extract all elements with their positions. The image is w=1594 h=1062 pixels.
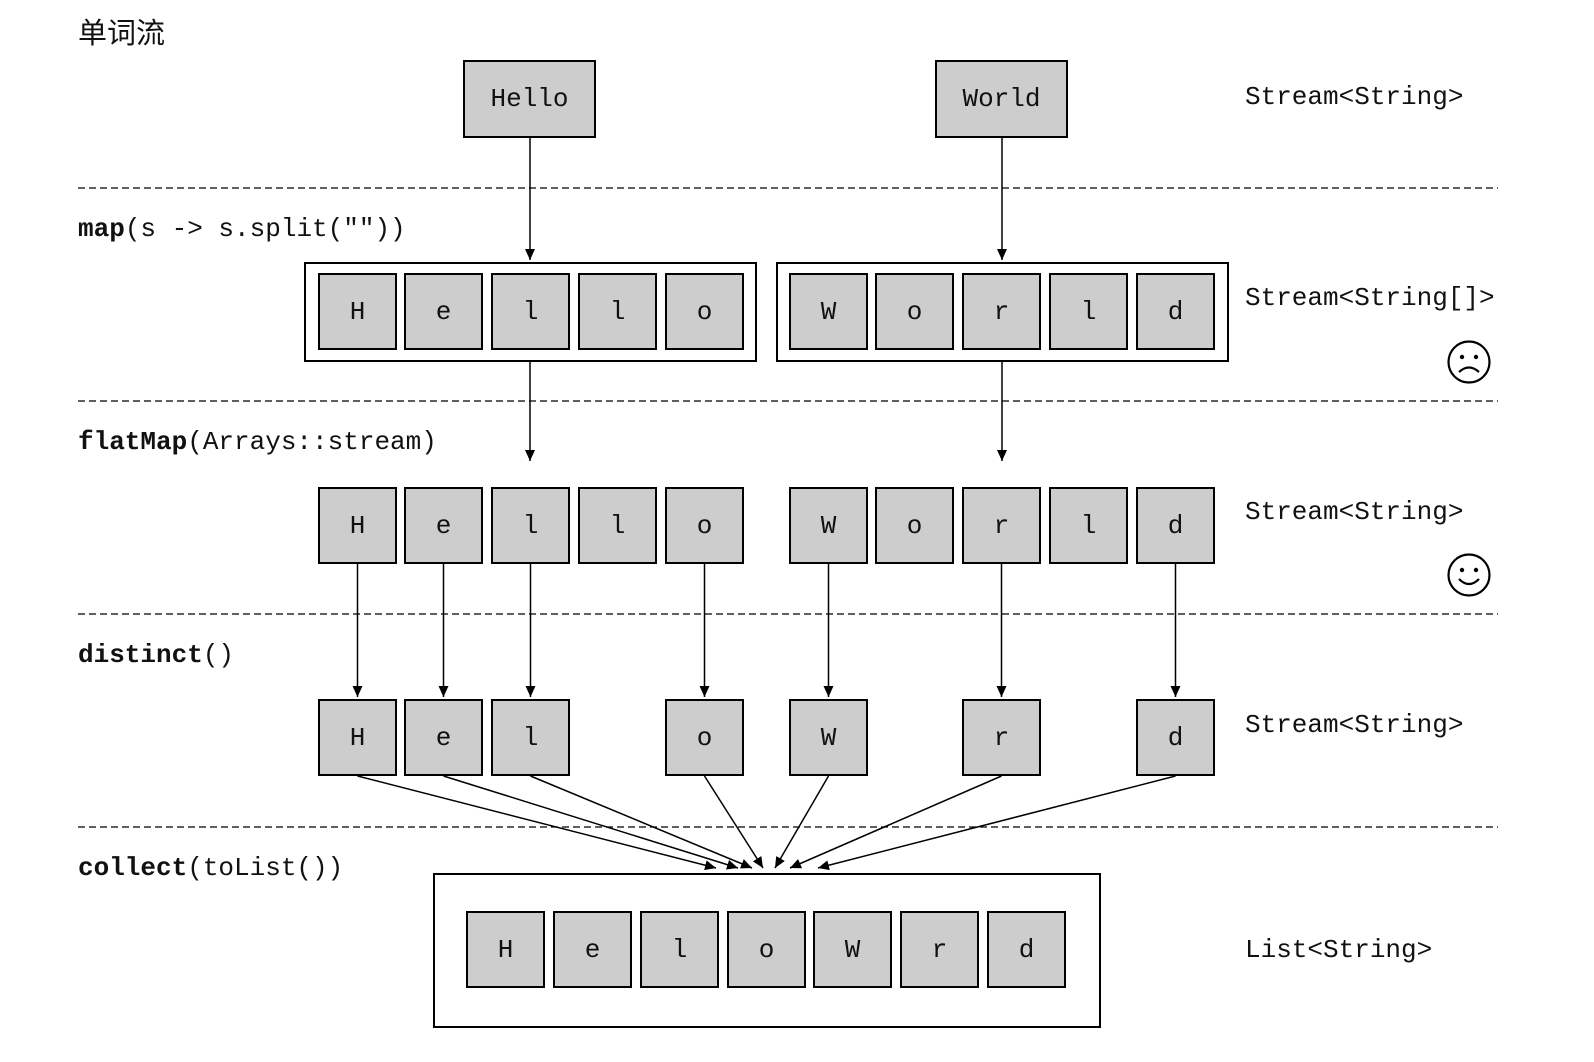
result-letter-box: H (466, 911, 545, 988)
result-letter-box: l (640, 911, 719, 988)
split-letter-box: e (404, 273, 483, 350)
collect-arrow (703, 775, 764, 869)
split-letter-box: H (318, 273, 397, 350)
collect-arrow (789, 775, 1002, 869)
array-frame-hello (304, 262, 757, 362)
op-distinct: distinct() (78, 640, 234, 670)
collect-arrow (817, 775, 1176, 871)
result-letter-box: e (553, 911, 632, 988)
result-letter-box: o (727, 911, 806, 988)
distinct-letter-box: e (404, 699, 483, 776)
op-args: () (202, 640, 235, 670)
result-letter-box: W (813, 911, 892, 988)
word-box-world: World (935, 60, 1068, 138)
flat-letter-box: l (491, 487, 570, 564)
type-result: List<String> (1245, 935, 1433, 965)
op-args: (Arrays::stream) (187, 427, 437, 457)
stage-dividers (78, 187, 1498, 828)
result-letter-box: d (987, 911, 1066, 988)
distinct-letter-box: d (1136, 699, 1215, 776)
flat-letter-box: l (1049, 487, 1128, 564)
collect-arrow (357, 775, 717, 871)
type-flat: Stream<String> (1245, 497, 1464, 527)
type-distinct: Stream<String> (1245, 710, 1464, 740)
word-box-hello: Hello (463, 60, 596, 138)
op-args: (s -> s.split("")) (124, 214, 406, 244)
result-letter-box: r (900, 911, 979, 988)
flat-letter-box: o (665, 487, 744, 564)
op-name: distinct (78, 640, 203, 670)
flat-letter-box: l (578, 487, 657, 564)
op-map: map(s -> s.split("")) (78, 214, 406, 244)
split-letter-box: d (1136, 273, 1215, 350)
diagram-title: 单词流 (78, 16, 166, 50)
flow-arrows (352, 138, 1181, 871)
array-frame-world (776, 262, 1229, 362)
split-letter-box: W (789, 273, 868, 350)
collect-arrow (774, 775, 830, 869)
op-name: collect (78, 853, 188, 883)
flat-letter-box: H (318, 487, 397, 564)
distinct-letter-box: H (318, 699, 397, 776)
distinct-letter-box: r (962, 699, 1041, 776)
split-letter-box: l (1049, 273, 1128, 350)
op-name: flatMap (78, 427, 188, 457)
result-list-frame (433, 873, 1101, 1028)
split-letter-box: o (875, 273, 954, 350)
type-split: Stream<String[]> (1245, 283, 1495, 313)
collect-arrow (530, 775, 753, 869)
op-args: (toList()) (187, 853, 344, 883)
op-flatmap: flatMap(Arrays::stream) (78, 427, 437, 457)
flat-letter-box: o (875, 487, 954, 564)
flat-letter-box: r (962, 487, 1041, 564)
flat-letter-box: W (789, 487, 868, 564)
happy-face-icon (1447, 553, 1491, 597)
collect-arrow (443, 775, 739, 870)
split-letter-box: l (578, 273, 657, 350)
split-letter-box: l (491, 273, 570, 350)
split-letter-box: o (665, 273, 744, 350)
distinct-letter-box: W (789, 699, 868, 776)
flat-letter-box: d (1136, 487, 1215, 564)
sad-face-icon (1447, 340, 1491, 384)
op-name: map (78, 214, 125, 244)
distinct-letter-box: l (491, 699, 570, 776)
split-letter-box: r (962, 273, 1041, 350)
distinct-letter-box: o (665, 699, 744, 776)
op-collect: collect(toList()) (78, 853, 343, 883)
type-words: Stream<String> (1245, 82, 1464, 112)
flat-letter-box: e (404, 487, 483, 564)
